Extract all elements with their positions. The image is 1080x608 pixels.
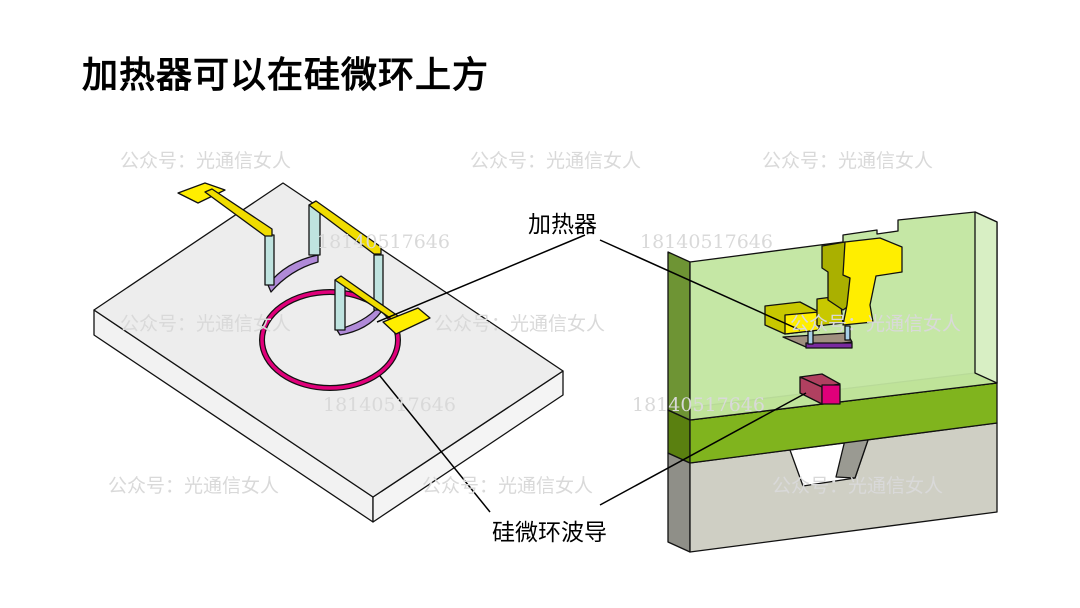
slab-top	[93, 182, 564, 498]
watermark: 公众号：光通信女人	[470, 150, 641, 172]
watermark: 公众号：光通信女人	[422, 475, 593, 497]
via	[264, 234, 275, 286]
callout-lines	[376, 234, 807, 513]
heater-t-top	[842, 237, 903, 326]
watermark: 公众号：光通信女人	[762, 150, 933, 172]
watermark: 公众号：光通信女人	[772, 475, 943, 497]
cross-section-diagram	[667, 211, 998, 553]
via	[844, 325, 851, 341]
cladding-right-side	[974, 211, 998, 384]
watermarks: 公众号：光通信女人 公众号：光通信女人 公众号：光通信女人 公众号：光通信女人 …	[108, 150, 961, 497]
watermark: 公众号：光通信女人	[790, 313, 961, 335]
heater-arc-back	[267, 254, 319, 293]
watermark: 公众号：光通信女人	[120, 150, 291, 172]
heater-arm-left	[204, 188, 273, 237]
heater-label: 加热器	[528, 212, 597, 238]
substrate-side	[667, 452, 691, 553]
watermark: 公众号：光通信女人	[434, 313, 605, 335]
watermark-phone: 18140517646	[632, 394, 765, 416]
heater-pad-left	[177, 182, 226, 204]
watermark-phone: 18140517646	[640, 231, 773, 253]
page-title: 加热器可以在硅微环上方	[82, 55, 490, 96]
via	[334, 279, 346, 331]
heater-pad-right	[382, 307, 431, 335]
heater-block-left-front	[784, 311, 820, 335]
watermark: 公众号：光通信女人	[108, 475, 279, 497]
ring-waveguide-label: 硅微环波导	[492, 520, 607, 546]
heater-strip	[805, 342, 853, 349]
waveguide-front	[821, 384, 841, 405]
watermark-phone: 18140517646	[323, 394, 456, 416]
cladding-front	[689, 211, 998, 421]
watermark-phone: 18140517646	[317, 231, 450, 253]
isometric-chip-diagram	[93, 182, 564, 523]
heater-arm-back	[308, 200, 382, 255]
watermark: 公众号：光通信女人	[120, 313, 291, 335]
